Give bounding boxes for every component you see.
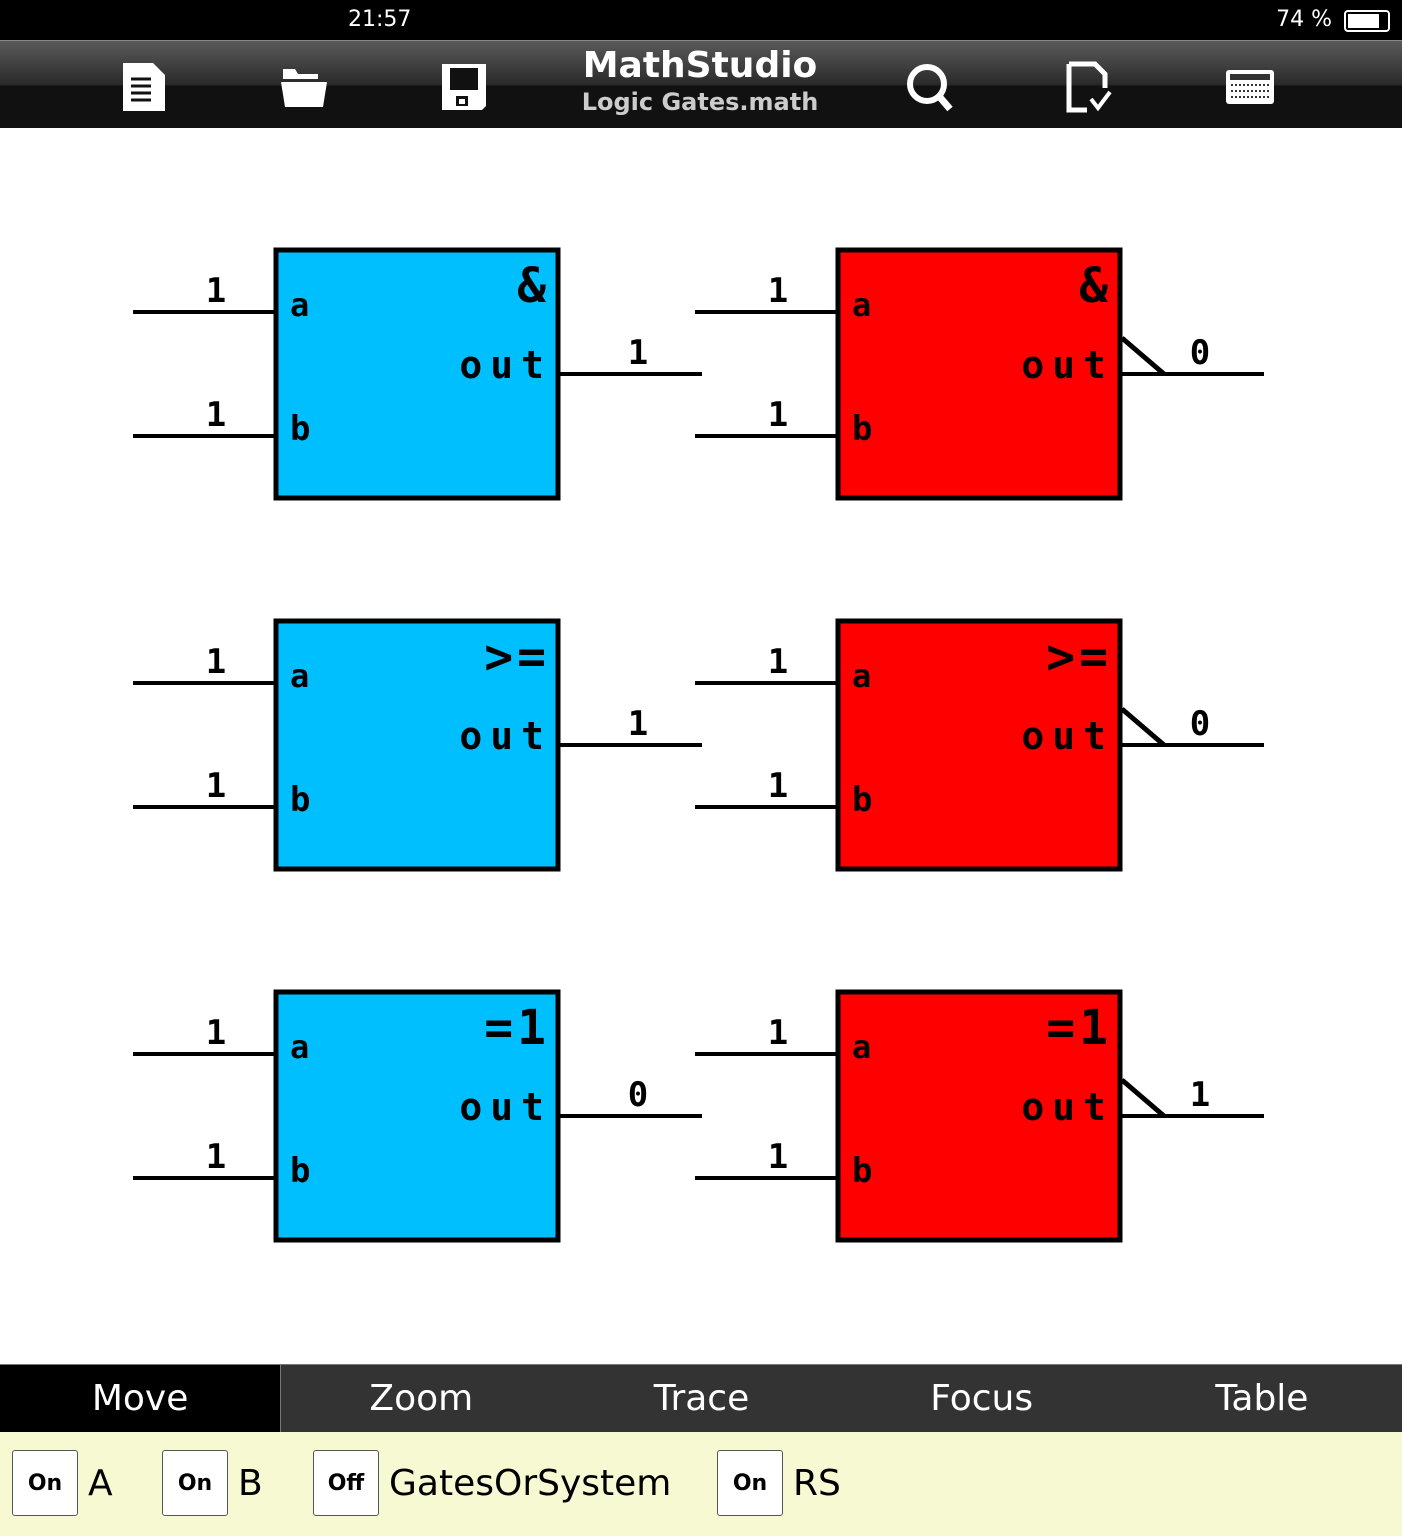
input-a-label: a bbox=[290, 286, 309, 324]
input-a-value: 1 bbox=[768, 1013, 788, 1053]
toggle-a-label: A bbox=[88, 1462, 113, 1504]
input-b-value: 1 bbox=[768, 395, 788, 435]
toggle-rs: On RS bbox=[717, 1450, 841, 1516]
output-label: out bbox=[459, 343, 552, 387]
gates-canvas[interactable]: 1 1 1 a b out & 1 1 0 a b out & 1 1 1 a b out >= 1 1 0 a b out >= 1 1… bbox=[0, 128, 1402, 1364]
toggle-a-button[interactable]: On bbox=[12, 1450, 78, 1516]
input-b-label: b bbox=[290, 780, 310, 820]
tab-move[interactable]: Move bbox=[0, 1365, 282, 1432]
gate-symbol: & bbox=[517, 258, 550, 314]
output-value: 0 bbox=[628, 1075, 648, 1115]
keyboard-button[interactable] bbox=[1222, 59, 1278, 115]
toggle-gates-or-system: Off GatesOrSystem bbox=[313, 1450, 671, 1516]
gate-box bbox=[835, 618, 1123, 872]
gate-box bbox=[273, 247, 561, 501]
gate-symbol: & bbox=[1079, 258, 1112, 314]
output-label: out bbox=[1021, 1085, 1114, 1129]
mode-tabs: Move Zoom Trace Focus Table bbox=[0, 1364, 1402, 1432]
save-button[interactable] bbox=[436, 59, 492, 115]
input-a-value: 1 bbox=[768, 642, 788, 682]
gate-symbol: >= bbox=[484, 629, 550, 685]
check-document-button[interactable] bbox=[1062, 59, 1118, 115]
gate-box bbox=[273, 989, 561, 1243]
toggle-gates-or-system-label: GatesOrSystem bbox=[389, 1462, 672, 1504]
search-icon bbox=[907, 64, 953, 112]
search-button[interactable] bbox=[902, 59, 958, 115]
input-b-value: 1 bbox=[206, 766, 226, 806]
open-button[interactable] bbox=[276, 59, 332, 115]
input-b-label: b bbox=[290, 1151, 310, 1191]
input-a-label: a bbox=[852, 1028, 871, 1066]
output-value: 0 bbox=[1190, 704, 1210, 744]
tab-table[interactable]: Table bbox=[1215, 1378, 1309, 1419]
toggle-panel: On A On B Off GatesOrSystem On RS bbox=[0, 1432, 1402, 1536]
open-folder-icon bbox=[281, 69, 327, 107]
input-b-label: b bbox=[290, 409, 310, 449]
gate-box bbox=[835, 989, 1123, 1243]
input-b-value: 1 bbox=[206, 395, 226, 435]
input-a-label: a bbox=[290, 657, 309, 695]
logic-gates-diagram: 1 1 1 a b out & 1 1 0 a b out & 1 1 1 a b out >= 1 1 0 a b out >= 1 1… bbox=[133, 247, 1264, 1243]
document-title: MathStudio Logic Gates.math bbox=[580, 45, 820, 116]
input-b-label: b bbox=[852, 1151, 872, 1191]
app-title: MathStudio bbox=[582, 45, 818, 86]
output-value: 1 bbox=[1190, 1075, 1210, 1115]
gate-symbol: =1 bbox=[484, 1000, 550, 1056]
gate-box bbox=[273, 618, 561, 872]
toolbar: MathStudio Logic Gates.math bbox=[0, 40, 1402, 128]
toggle-a: On A bbox=[12, 1450, 113, 1516]
toggle-b-button[interactable]: On bbox=[162, 1450, 228, 1516]
keyboard-icon bbox=[1226, 70, 1274, 104]
tab-focus[interactable]: Focus bbox=[930, 1378, 1034, 1419]
input-a-value: 1 bbox=[206, 642, 226, 682]
battery-percent: 74 % bbox=[1276, 7, 1332, 32]
input-a-value: 1 bbox=[206, 1013, 226, 1053]
battery-icon bbox=[1344, 10, 1390, 32]
output-value: 0 bbox=[1190, 333, 1210, 373]
save-icon bbox=[442, 64, 486, 110]
negation-mark bbox=[1120, 336, 1166, 376]
toggle-rs-button[interactable]: On bbox=[717, 1450, 783, 1516]
input-b-value: 1 bbox=[768, 1137, 788, 1177]
input-a-label: a bbox=[852, 286, 871, 324]
output-value: 1 bbox=[628, 704, 648, 744]
output-value: 1 bbox=[628, 333, 648, 373]
tab-trace[interactable]: Trace bbox=[653, 1378, 750, 1419]
toggle-rs-label: RS bbox=[793, 1462, 841, 1504]
input-b-label: b bbox=[852, 409, 872, 449]
input-b-label: b bbox=[852, 780, 872, 820]
input-a-label: a bbox=[290, 1028, 309, 1066]
tab-zoom[interactable]: Zoom bbox=[369, 1378, 474, 1419]
gate-box bbox=[835, 247, 1123, 501]
output-label: out bbox=[459, 1085, 552, 1129]
toggle-b: On B bbox=[162, 1450, 263, 1516]
input-a-value: 1 bbox=[206, 271, 226, 311]
input-a-value: 1 bbox=[768, 271, 788, 311]
input-b-value: 1 bbox=[768, 766, 788, 806]
negation-mark bbox=[1120, 707, 1166, 747]
toggle-gates-or-system-button[interactable]: Off bbox=[313, 1450, 379, 1516]
output-label: out bbox=[459, 714, 552, 758]
toggle-b-label: B bbox=[238, 1462, 263, 1504]
clock: 21:57 bbox=[348, 7, 412, 32]
gate-symbol: >= bbox=[1046, 629, 1112, 685]
gate-symbol: =1 bbox=[1046, 1000, 1112, 1056]
file-name: Logic Gates.math bbox=[581, 88, 819, 116]
output-label: out bbox=[1021, 714, 1114, 758]
input-b-value: 1 bbox=[206, 1137, 226, 1177]
new-document-button[interactable] bbox=[116, 59, 172, 115]
output-label: out bbox=[1021, 343, 1114, 387]
status-bar: 21:57 74 % bbox=[0, 0, 1402, 40]
input-a-label: a bbox=[852, 657, 871, 695]
new-document-icon bbox=[123, 63, 165, 111]
check-document-icon bbox=[1066, 61, 1112, 113]
negation-mark bbox=[1120, 1078, 1166, 1118]
